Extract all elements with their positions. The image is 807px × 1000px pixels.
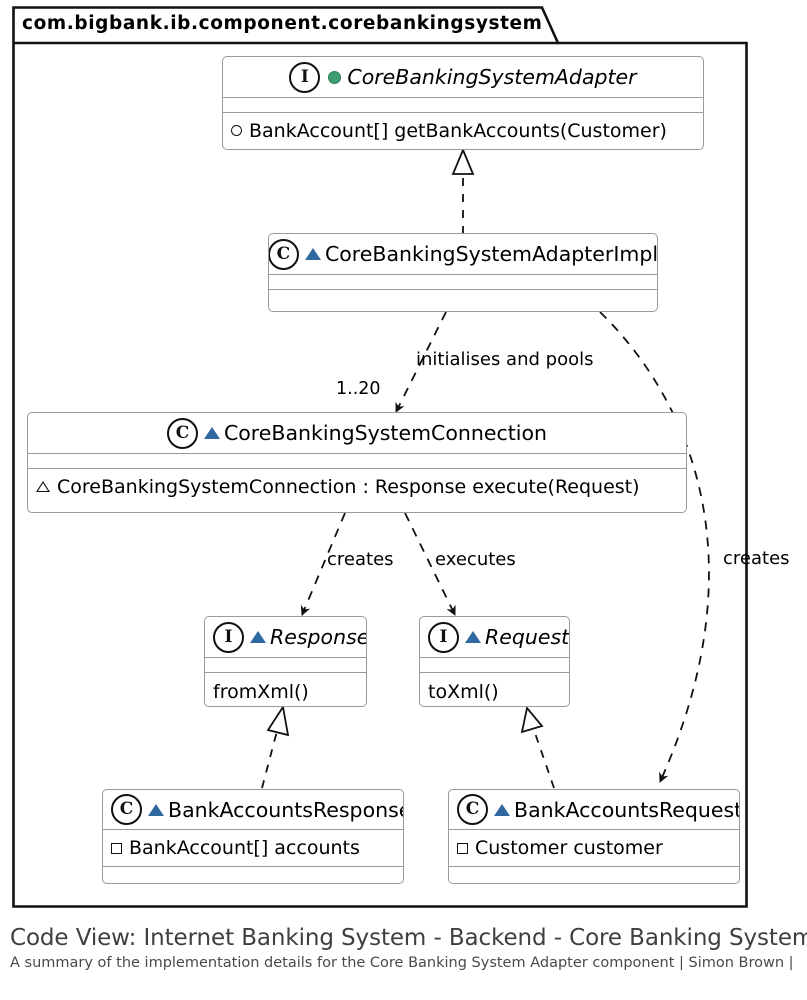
class-name: Response [270,625,367,649]
class-box-bank-accounts-request[interactable]: C BankAccountsRequest Customer customer [448,789,740,884]
attributes-compartment [269,275,657,289]
edge-label-multiplicity: 1..20 [336,379,381,399]
operations-compartment [449,867,739,882]
visibility-public-circle-icon [231,125,242,136]
member-text: BankAccount[] getBankAccounts(Customer) [249,119,667,142]
operations-compartment [269,290,657,304]
compartment-divider [269,274,657,275]
operations-compartment: BankAccount[] getBankAccounts(Customer) [223,113,703,148]
diagram-caption: Code View: Internet Banking System - Bac… [10,925,807,971]
attributes-compartment [420,658,569,672]
caption-subtitle: A summary of the implementation details … [10,955,794,971]
compartment-divider [223,112,703,113]
compartment-divider [205,672,366,673]
compartment-divider [420,657,569,658]
visibility-package-triangle-icon [203,427,220,439]
class-name: CoreBankingSystemAdapterImpl [324,242,658,266]
compartment-divider [223,97,703,98]
caption-title: Code View: Internet Banking System - Bac… [10,925,807,951]
visibility-package-triangle-icon [304,248,321,260]
class-box-core-banking-system-connection[interactable]: C CoreBankingSystemConnection CoreBankin… [27,412,687,513]
compartment-divider [103,829,403,830]
class-box-core-banking-system-adapter-impl[interactable]: C CoreBankingSystemAdapterImpl [268,233,658,312]
visibility-package-triangle-icon [494,803,510,816]
class-stereotype-icon: C [269,238,299,270]
package-title: com.bigbank.ib.component.corebankingsyst… [22,13,543,34]
class-header: C BankAccountsRequest [449,790,739,829]
class-stereotype-icon: C [166,417,198,449]
class-name: BankAccountsRequest [514,797,740,822]
visibility-private-square-icon [111,842,122,854]
class-stereotype-icon: C [111,794,142,825]
class-box-core-banking-system-adapter[interactable]: I CoreBankingSystemAdapter BankAccount[]… [222,56,704,150]
compartment-divider [28,468,686,469]
compartment-divider [103,866,403,867]
compartment-divider [269,289,657,290]
interface-stereotype-icon: I [213,621,244,653]
operations-compartment: toXml() [420,673,569,706]
compartment-divider [205,657,366,658]
member-text: Customer customer [475,837,663,859]
class-box-response[interactable]: I Response fromXml() [204,616,367,707]
class-name: CoreBankingSystemConnection [223,421,548,445]
class-header: C CoreBankingSystemConnection [28,413,686,453]
visibility-private-square-icon [457,842,468,854]
edge-label-creates-request-right: creates [723,548,790,569]
compartment-divider [28,453,686,454]
class-header: C CoreBankingSystemAdapterImpl [269,234,657,274]
class-name: Request [485,625,570,649]
attributes-compartment [205,658,366,672]
class-name: BankAccountsResponse [168,797,404,822]
member-text: fromXml() [213,680,309,703]
compartment-divider [420,672,569,673]
visibility-public-dot-icon [328,70,342,84]
class-stereotype-icon: C [457,794,488,825]
visibility-package-triangle-icon [250,631,266,643]
edge-label-executes-request: executes [435,549,516,570]
class-header: I CoreBankingSystemAdapter [223,57,703,97]
compartment-divider [449,866,739,867]
class-box-bank-accounts-response[interactable]: C BankAccountsResponse BankAccount[] acc… [102,789,404,884]
attributes-compartment: BankAccount[] accounts [103,830,403,866]
visibility-package-triangle-icon [148,803,164,816]
edge-label-initialises-and-pools: initialises and pools [416,349,594,370]
visibility-package-triangle-icon [465,631,481,643]
member-text: BankAccount[] accounts [129,837,360,859]
class-box-request[interactable]: I Request toXml() [419,616,570,707]
member-text: toXml() [428,680,499,703]
operations-compartment [103,867,403,882]
class-header: I Request [420,617,569,657]
operations-compartment: fromXml() [205,673,366,706]
attributes-compartment [28,454,686,468]
operations-compartment: CoreBankingSystemConnection : Response e… [28,469,686,504]
interface-stereotype-icon: I [428,621,459,653]
attributes-compartment [223,98,703,112]
compartment-divider [449,829,739,830]
class-name: CoreBankingSystemAdapter [347,65,637,89]
member-text: CoreBankingSystemConnection : Response e… [57,475,640,498]
edge-label-creates-response: creates [327,549,394,570]
interface-stereotype-icon: I [289,61,321,93]
attributes-compartment: Customer customer [449,830,739,866]
class-header: C BankAccountsResponse [103,790,403,829]
class-header: I Response [205,617,366,657]
visibility-protected-triangle-icon [36,481,50,492]
